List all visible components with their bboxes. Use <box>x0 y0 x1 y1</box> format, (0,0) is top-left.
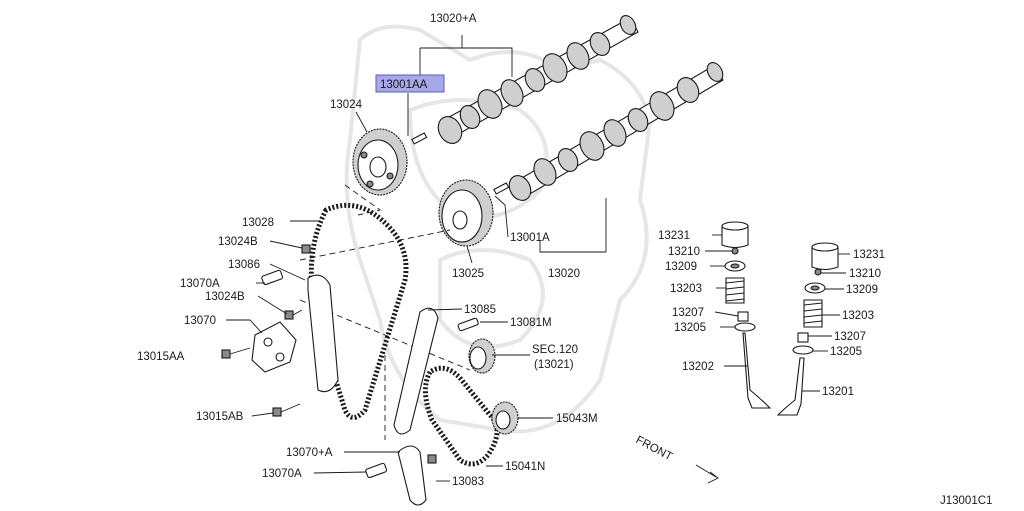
label-13020[interactable]: 13020 <box>548 268 580 280</box>
dowel-pin-13001aa[interactable] <box>411 132 428 145</box>
dowel-pin-13001a[interactable] <box>493 182 510 195</box>
leader-lines <box>222 35 850 482</box>
sprocket-13024[interactable] <box>352 128 408 196</box>
chain-guide-13085[interactable] <box>393 307 439 435</box>
label-13083[interactable]: 13083 <box>452 476 484 488</box>
crank-sprocket-sec120[interactable] <box>468 338 496 374</box>
label-13086[interactable]: 13086 <box>228 259 260 271</box>
label-13209-right[interactable]: 13209 <box>846 284 878 296</box>
align-line <box>344 184 382 216</box>
front-direction-arrow: FRONT <box>634 434 719 484</box>
oil-pump-sprocket-15043m[interactable] <box>491 401 519 435</box>
label-13024b-upper[interactable]: 13024B <box>218 236 258 248</box>
tensioner-13070[interactable] <box>251 321 297 373</box>
bolt-13024b-upper[interactable] <box>301 244 311 254</box>
label-13001a[interactable]: 13001A <box>510 232 550 244</box>
plug-13070a-lower[interactable] <box>365 462 388 479</box>
diagram-code: J13001C1 <box>940 495 992 507</box>
camshaft-intake[interactable] <box>434 13 639 148</box>
label-13207-right[interactable]: 13207 <box>834 331 866 343</box>
label-13015aa[interactable]: 13015AA <box>137 351 185 363</box>
camshaft-exhaust[interactable] <box>505 60 726 204</box>
label-13081m[interactable]: 13081M <box>510 317 552 329</box>
label-13210-left[interactable]: 13210 <box>668 246 700 258</box>
label-13231-left[interactable]: 13231 <box>658 230 690 242</box>
timing-chain-13028[interactable] <box>308 202 409 420</box>
chain-guide-13086[interactable] <box>307 274 339 393</box>
label-sec120[interactable]: SEC.120 <box>532 344 578 356</box>
pin-13081m[interactable] <box>457 317 479 332</box>
valve-assembly-left[interactable] <box>721 221 772 409</box>
label-13070[interactable]: 13070 <box>184 315 216 327</box>
label-13203-right[interactable]: 13203 <box>842 310 874 322</box>
label-13085[interactable]: 13085 <box>464 304 496 316</box>
label-13205-left[interactable]: 13205 <box>674 322 706 334</box>
label-13020-a[interactable]: 13020+A <box>430 13 477 25</box>
part-labels: 13020+A 13001AA 13024 13028 13024B 13086… <box>137 13 992 507</box>
label-13024[interactable]: 13024 <box>330 99 363 111</box>
sprocket-13025[interactable] <box>438 179 494 247</box>
bolt-13015ab[interactable] <box>272 403 301 417</box>
front-label: FRONT <box>634 434 675 463</box>
label-15041n[interactable]: 15041N <box>505 461 545 473</box>
label-13028[interactable]: 13028 <box>242 217 274 229</box>
label-13202[interactable]: 13202 <box>682 361 714 373</box>
bolt-13024b-lower[interactable] <box>284 309 303 320</box>
label-13070a-upper[interactable]: 13070A <box>180 278 220 290</box>
label-13001aa-highlighted[interactable]: 13001AA <box>380 79 428 91</box>
label-13210-right[interactable]: 13210 <box>849 268 881 280</box>
label-13203-left[interactable]: 13203 <box>670 283 702 295</box>
label-sec120-sub[interactable]: (13021) <box>534 359 574 371</box>
label-13231-right[interactable]: 13231 <box>853 249 885 261</box>
highlight-box-13001aa <box>375 74 445 93</box>
label-13015ab[interactable]: 13015AB <box>196 411 244 423</box>
valve-assembly-right[interactable] <box>776 242 839 416</box>
label-13025[interactable]: 13025 <box>452 268 484 280</box>
label-13205-right[interactable]: 13205 <box>830 346 862 358</box>
label-13207-left[interactable]: 13207 <box>672 307 704 319</box>
align-line <box>299 229 451 261</box>
label-13209-left[interactable]: 13209 <box>665 261 697 273</box>
label-15043m[interactable]: 15043M <box>556 413 598 425</box>
bolt-13015aa[interactable] <box>221 347 251 359</box>
lower-tensioner-13070-a[interactable] <box>397 445 427 506</box>
label-13024b-lower[interactable]: 13024B <box>205 291 245 303</box>
bolt-13083[interactable] <box>427 454 437 464</box>
oil-pump-chain-15041n[interactable] <box>423 365 500 467</box>
label-13070-a[interactable]: 13070+A <box>286 447 333 459</box>
plug-13070a-upper[interactable] <box>261 269 284 286</box>
label-13201[interactable]: 13201 <box>822 386 854 398</box>
label-13070a-lower[interactable]: 13070A <box>262 468 302 480</box>
